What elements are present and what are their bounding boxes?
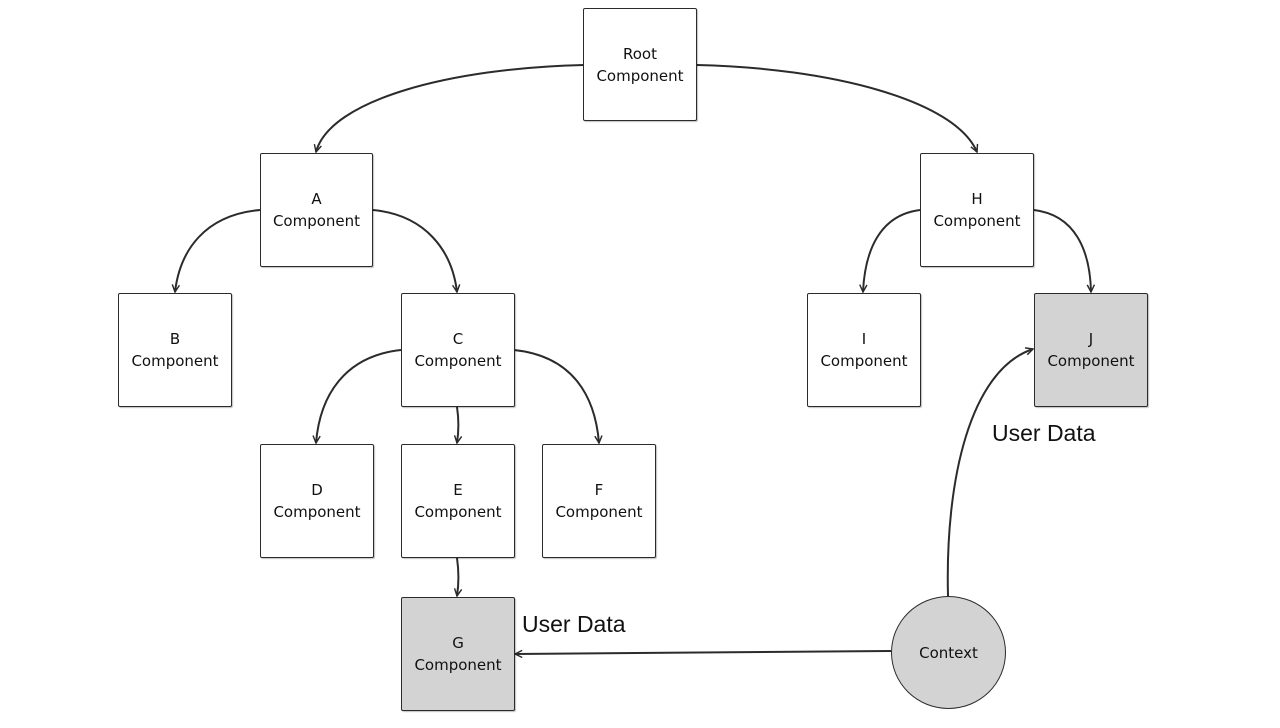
node-type: Component: [414, 656, 502, 674]
node-type: Component: [555, 503, 643, 521]
j-component-node: J Component: [1034, 293, 1148, 407]
node-name: Root: [623, 44, 657, 63]
edge-h-j: [1033, 209, 1091, 292]
user-data-label-j: User Data: [992, 420, 1096, 446]
node-type: Component: [820, 352, 908, 370]
edge-context-g: [515, 651, 892, 654]
node-name: B: [169, 330, 181, 348]
e-component-node: E Component: [401, 444, 515, 558]
context-label: Context: [919, 643, 978, 662]
edge-a-b: [175, 209, 261, 292]
edge-root-a: [316, 64, 585, 152]
node-name: H: [971, 190, 983, 208]
node-name: J: [1088, 330, 1094, 348]
edge-c-d: [316, 349, 402, 443]
d-component-node: D Component: [260, 444, 374, 558]
context-node: Context: [891, 596, 1006, 709]
f-component-node: F Component: [542, 444, 656, 558]
b-component-node: B Component: [118, 293, 232, 407]
node-name: G: [452, 634, 464, 652]
a-component-node: A Component: [260, 153, 373, 267]
node-name: E: [453, 481, 463, 499]
edge-e-g: [457, 557, 459, 596]
edge-h-i: [863, 209, 921, 292]
node-name: A: [311, 190, 322, 208]
g-component-node: G Component: [401, 597, 515, 711]
edge-context-j: [946, 349, 1033, 597]
user-data-label-g: User Data: [522, 611, 626, 637]
edge-c-f: [513, 349, 599, 443]
edge-root-h: [696, 64, 977, 152]
node-type: Component: [273, 503, 361, 521]
h-component-node: H Component: [920, 153, 1034, 267]
node-name: I: [861, 330, 867, 348]
root-component-node: Root Component: [583, 8, 697, 121]
node-name: D: [311, 481, 323, 499]
edge-a-c: [372, 209, 457, 292]
node-name: F: [594, 481, 604, 499]
node-type: Component: [131, 352, 219, 370]
i-component-node: I Component: [807, 293, 921, 407]
c-component-node: C Component: [401, 293, 515, 407]
node-type: Component: [596, 66, 684, 85]
node-type: Component: [1047, 352, 1135, 370]
node-type: Component: [414, 503, 502, 521]
node-type: Component: [933, 212, 1021, 230]
node-type: Component: [272, 212, 361, 230]
node-name: C: [452, 330, 464, 348]
node-type: Component: [414, 352, 502, 370]
edge-c-e: [457, 406, 459, 443]
